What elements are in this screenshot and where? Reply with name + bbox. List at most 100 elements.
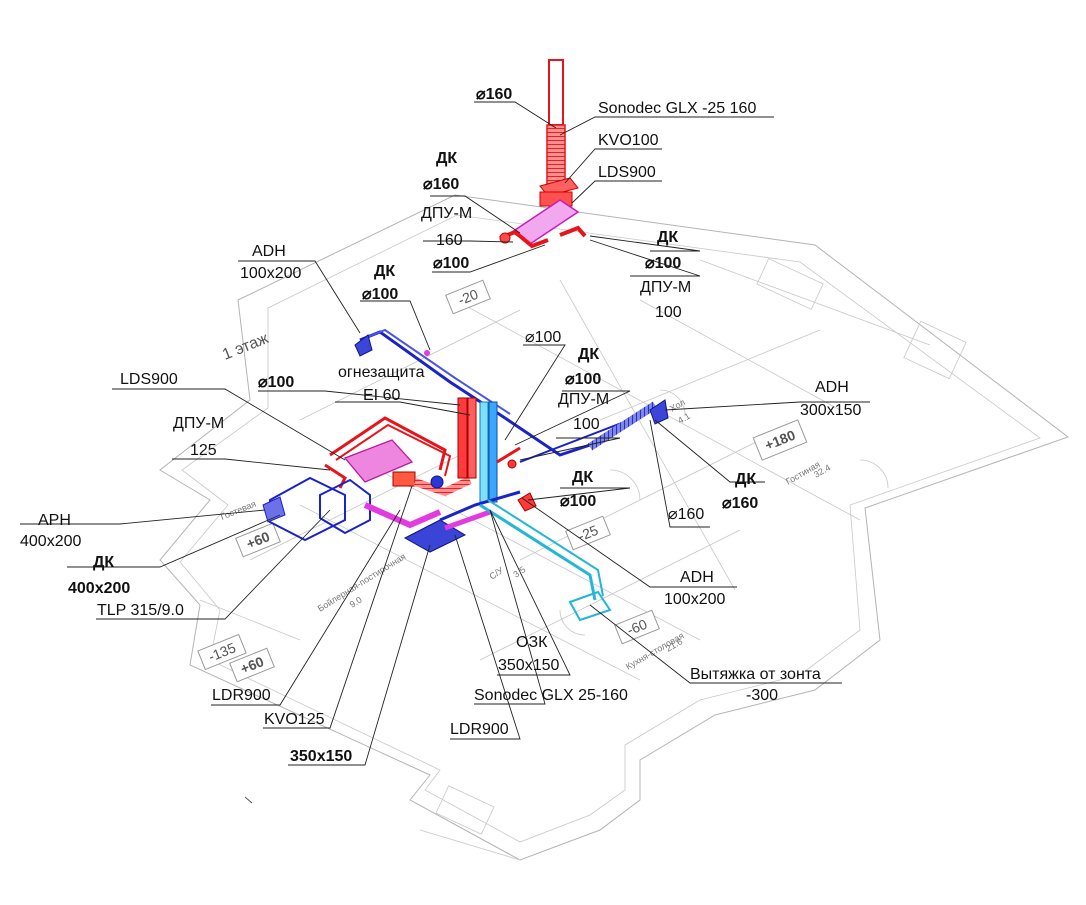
label-dk-ml: ДК	[374, 263, 395, 280]
floor-label: 1 этаж	[220, 330, 271, 364]
label-350x150: 350x150	[290, 748, 352, 765]
damper-marker	[430, 475, 444, 489]
label-sonodec-bottom: Sonodec GLX 25-160	[474, 687, 628, 704]
label-dpum-left: ДПУ-М	[173, 415, 224, 432]
leader-line	[172, 458, 331, 471]
plan-wall	[249, 454, 461, 561]
plan-wall	[639, 299, 841, 411]
riser-supply	[467, 397, 477, 479]
leader-line	[450, 534, 521, 740]
leader-line	[474, 101, 557, 129]
label-lds900-top: LDS900	[598, 164, 656, 181]
plan-door-swing	[859, 459, 889, 489]
label-kvo125: KVO125	[264, 711, 325, 728]
leader-line	[664, 401, 870, 411]
plan-wall	[559, 279, 736, 591]
exhaust-box-left	[319, 478, 371, 535]
silencer-ldr900	[363, 502, 442, 529]
plan-wall	[699, 259, 931, 346]
annotation-labels: ⌀160 Sonodec GLX -25 160 KVO100 LDS900 Д…	[20, 86, 861, 765]
label-aph-size: 400x200	[20, 533, 81, 550]
leader-line	[263, 485, 413, 729]
riser-exhaust	[488, 401, 498, 503]
leader-line	[211, 509, 401, 706]
label-lds900-left: LDS900	[120, 371, 178, 388]
label-hood-exhaust: Вытяжка от зонта	[690, 666, 821, 683]
adh-grille-tl	[354, 334, 373, 357]
label-adh-right: ADH	[815, 379, 849, 396]
label-kvo100: KVO100	[598, 132, 659, 149]
leader-line	[564, 148, 662, 184]
leader-line	[423, 240, 514, 243]
level-tag: -25	[565, 515, 611, 551]
leader-line	[432, 244, 546, 273]
label-adh-tl: ADH	[252, 243, 286, 260]
label-adh-br: ADH	[680, 569, 714, 586]
leader-line	[474, 509, 546, 705]
label-adh-br-size: 100x200	[664, 591, 725, 608]
label-ldr900-right: LDR900	[450, 721, 509, 738]
supply-branch	[496, 446, 521, 464]
label-ozk: ОЗК	[516, 634, 548, 651]
hood-exhaust-duct	[487, 499, 604, 597]
leader-lines	[20, 101, 870, 804]
label-diameter-160-right: ⌀160	[722, 495, 758, 512]
leader-line	[112, 388, 346, 461]
leader-line	[589, 604, 842, 684]
leader-line	[288, 544, 431, 766]
level-tag: -20	[445, 279, 491, 315]
exhaust-flex-duct	[587, 401, 658, 451]
riser-supply	[457, 397, 468, 479]
diffuser	[499, 232, 511, 244]
leader-line	[519, 437, 621, 461]
label-dk-bl: ДК	[93, 554, 114, 571]
leader-line	[238, 260, 361, 334]
level-tag: +60	[229, 647, 275, 683]
leader-line	[514, 390, 631, 446]
plan-stair	[435, 785, 495, 835]
label-dk-right: ДК	[735, 471, 756, 488]
room-name: Хол	[668, 397, 687, 414]
supply-duct	[329, 416, 447, 471]
plan-outline	[159, 194, 1070, 861]
label-sonodec-top: Sonodec GLX -25 160	[598, 100, 756, 117]
room-name: Бойлерная-постирочная	[316, 551, 408, 614]
label-dk-tl: ДК	[436, 150, 457, 167]
label-dk-mc: ДК	[578, 346, 599, 363]
label-125-left: 125	[190, 442, 217, 459]
label-dpum-tr: ДПУ-М	[640, 279, 691, 296]
level-tag: +60	[235, 522, 281, 558]
label-diameter-100-center: ⌀100	[560, 493, 596, 510]
room-name: Гостевая	[219, 499, 258, 522]
label-diameter-160-tl: ⌀160	[423, 176, 459, 193]
leader-line	[521, 497, 737, 588]
diffuser	[507, 459, 517, 469]
exhaust-box-left	[269, 476, 346, 542]
label-diameter-100-mc2: ⌀100	[565, 371, 601, 388]
label-fire-protection: огнезащита	[338, 364, 425, 381]
plan-wall	[519, 429, 781, 561]
plan-door-swing	[659, 389, 686, 416]
hood-duct-end	[568, 590, 612, 622]
exhaust-duct	[439, 490, 521, 522]
plan-mark	[244, 796, 253, 804]
label-adh-tl-size: 100x200	[240, 265, 301, 282]
label-100-mc: 100	[573, 416, 600, 433]
leader-line	[360, 300, 431, 351]
label-diameter-100-left: ⌀100	[258, 374, 294, 391]
label-ozk-size: 350x150	[498, 657, 559, 674]
silencer-lds900-left	[343, 439, 414, 483]
label-diameter-100-tl: ⌀100	[433, 255, 469, 272]
aph-grille	[262, 496, 286, 523]
plan-wall	[479, 529, 741, 661]
label-diameter-100-ml: ⌀100	[362, 286, 398, 303]
leader-line	[430, 195, 521, 234]
room-area: 4.1	[676, 411, 692, 426]
label-dk-tr: ДК	[657, 229, 678, 246]
exhaust-duct	[364, 328, 511, 415]
label-ei60: EI 60	[363, 387, 400, 404]
riser-hood	[479, 401, 489, 503]
level-tags: -20 +180 +60 -25 -60 -135 +60	[197, 279, 808, 683]
